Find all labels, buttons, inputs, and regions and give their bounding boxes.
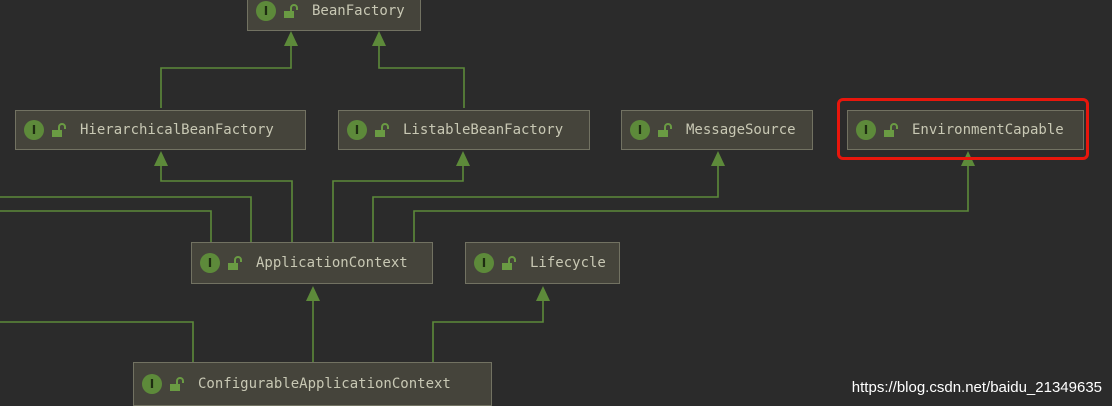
node-label: ListableBeanFactory [403,122,564,138]
edge-offscreen-a [0,196,252,242]
highlight-box [837,98,1089,160]
interface-badge-icon: I [200,253,220,273]
node-configurableapplicationcontext[interactable]: I ConfigurableApplicationContext [133,362,492,406]
edge-appcontext-to-listable [332,164,464,242]
unlocked-padlock-icon [170,377,184,391]
unlocked-padlock-icon [228,256,242,270]
node-label: ConfigurableApplicationContext [198,376,451,392]
edge-appcontext-to-messagesource [372,164,719,242]
node-label: MessageSource [686,122,796,138]
node-environmentcapable[interactable]: I EnvironmentCapable [847,110,1084,150]
node-label: ApplicationContext [256,255,408,271]
node-listablebeanfactory[interactable]: I ListableBeanFactory [338,110,590,150]
arrowhead-beanfactory-right [372,31,386,46]
arrowhead-hierarchical [154,151,168,166]
edge-offscreen-b [0,210,212,242]
arrowhead-beanfactory-left [284,31,298,46]
edge-listable-to-beanfactory [378,44,465,108]
node-lifecycle[interactable]: I Lifecycle [465,242,620,284]
arrowhead-lifecycle [536,286,550,301]
edge-appcontext-to-environmentcapable [413,164,969,242]
interface-badge-icon: I [630,120,650,140]
arrowhead-listable [456,151,470,166]
node-beanfactory[interactable]: I BeanFactory [247,0,421,31]
interface-badge-icon: I [856,120,876,140]
edge-appcontext-to-hierarchical [160,164,293,242]
interface-badge-icon: I [347,120,367,140]
node-label: HierarchicalBeanFactory [80,122,274,138]
node-label: Lifecycle [530,255,606,271]
unlocked-padlock-icon [52,123,66,137]
interface-badge-icon: I [24,120,44,140]
unlocked-padlock-icon [884,123,898,137]
unlocked-padlock-icon [502,256,516,270]
interface-badge-icon: I [474,253,494,273]
node-messagesource[interactable]: I MessageSource [621,110,813,150]
node-applicationcontext[interactable]: I ApplicationContext [191,242,433,284]
arrowhead-appcontext [306,286,320,301]
node-label: EnvironmentCapable [912,122,1064,138]
edge-offscreen-c [0,321,194,362]
node-hierarchicalbeanfactory[interactable]: I HierarchicalBeanFactory [15,110,306,150]
watermark-url: https://blog.csdn.net/baidu_21349635 [851,379,1102,396]
interface-badge-icon: I [256,0,276,21]
unlocked-padlock-icon [658,123,672,137]
arrowhead-messagesource [711,151,725,166]
unlocked-padlock-icon [284,3,298,18]
interface-badge-icon: I [142,374,162,394]
edge-configurable-to-lifecycle [432,300,544,362]
edge-hierarchical-to-beanfactory [160,44,292,108]
unlocked-padlock-icon [375,123,389,137]
node-label: BeanFactory [312,2,405,19]
